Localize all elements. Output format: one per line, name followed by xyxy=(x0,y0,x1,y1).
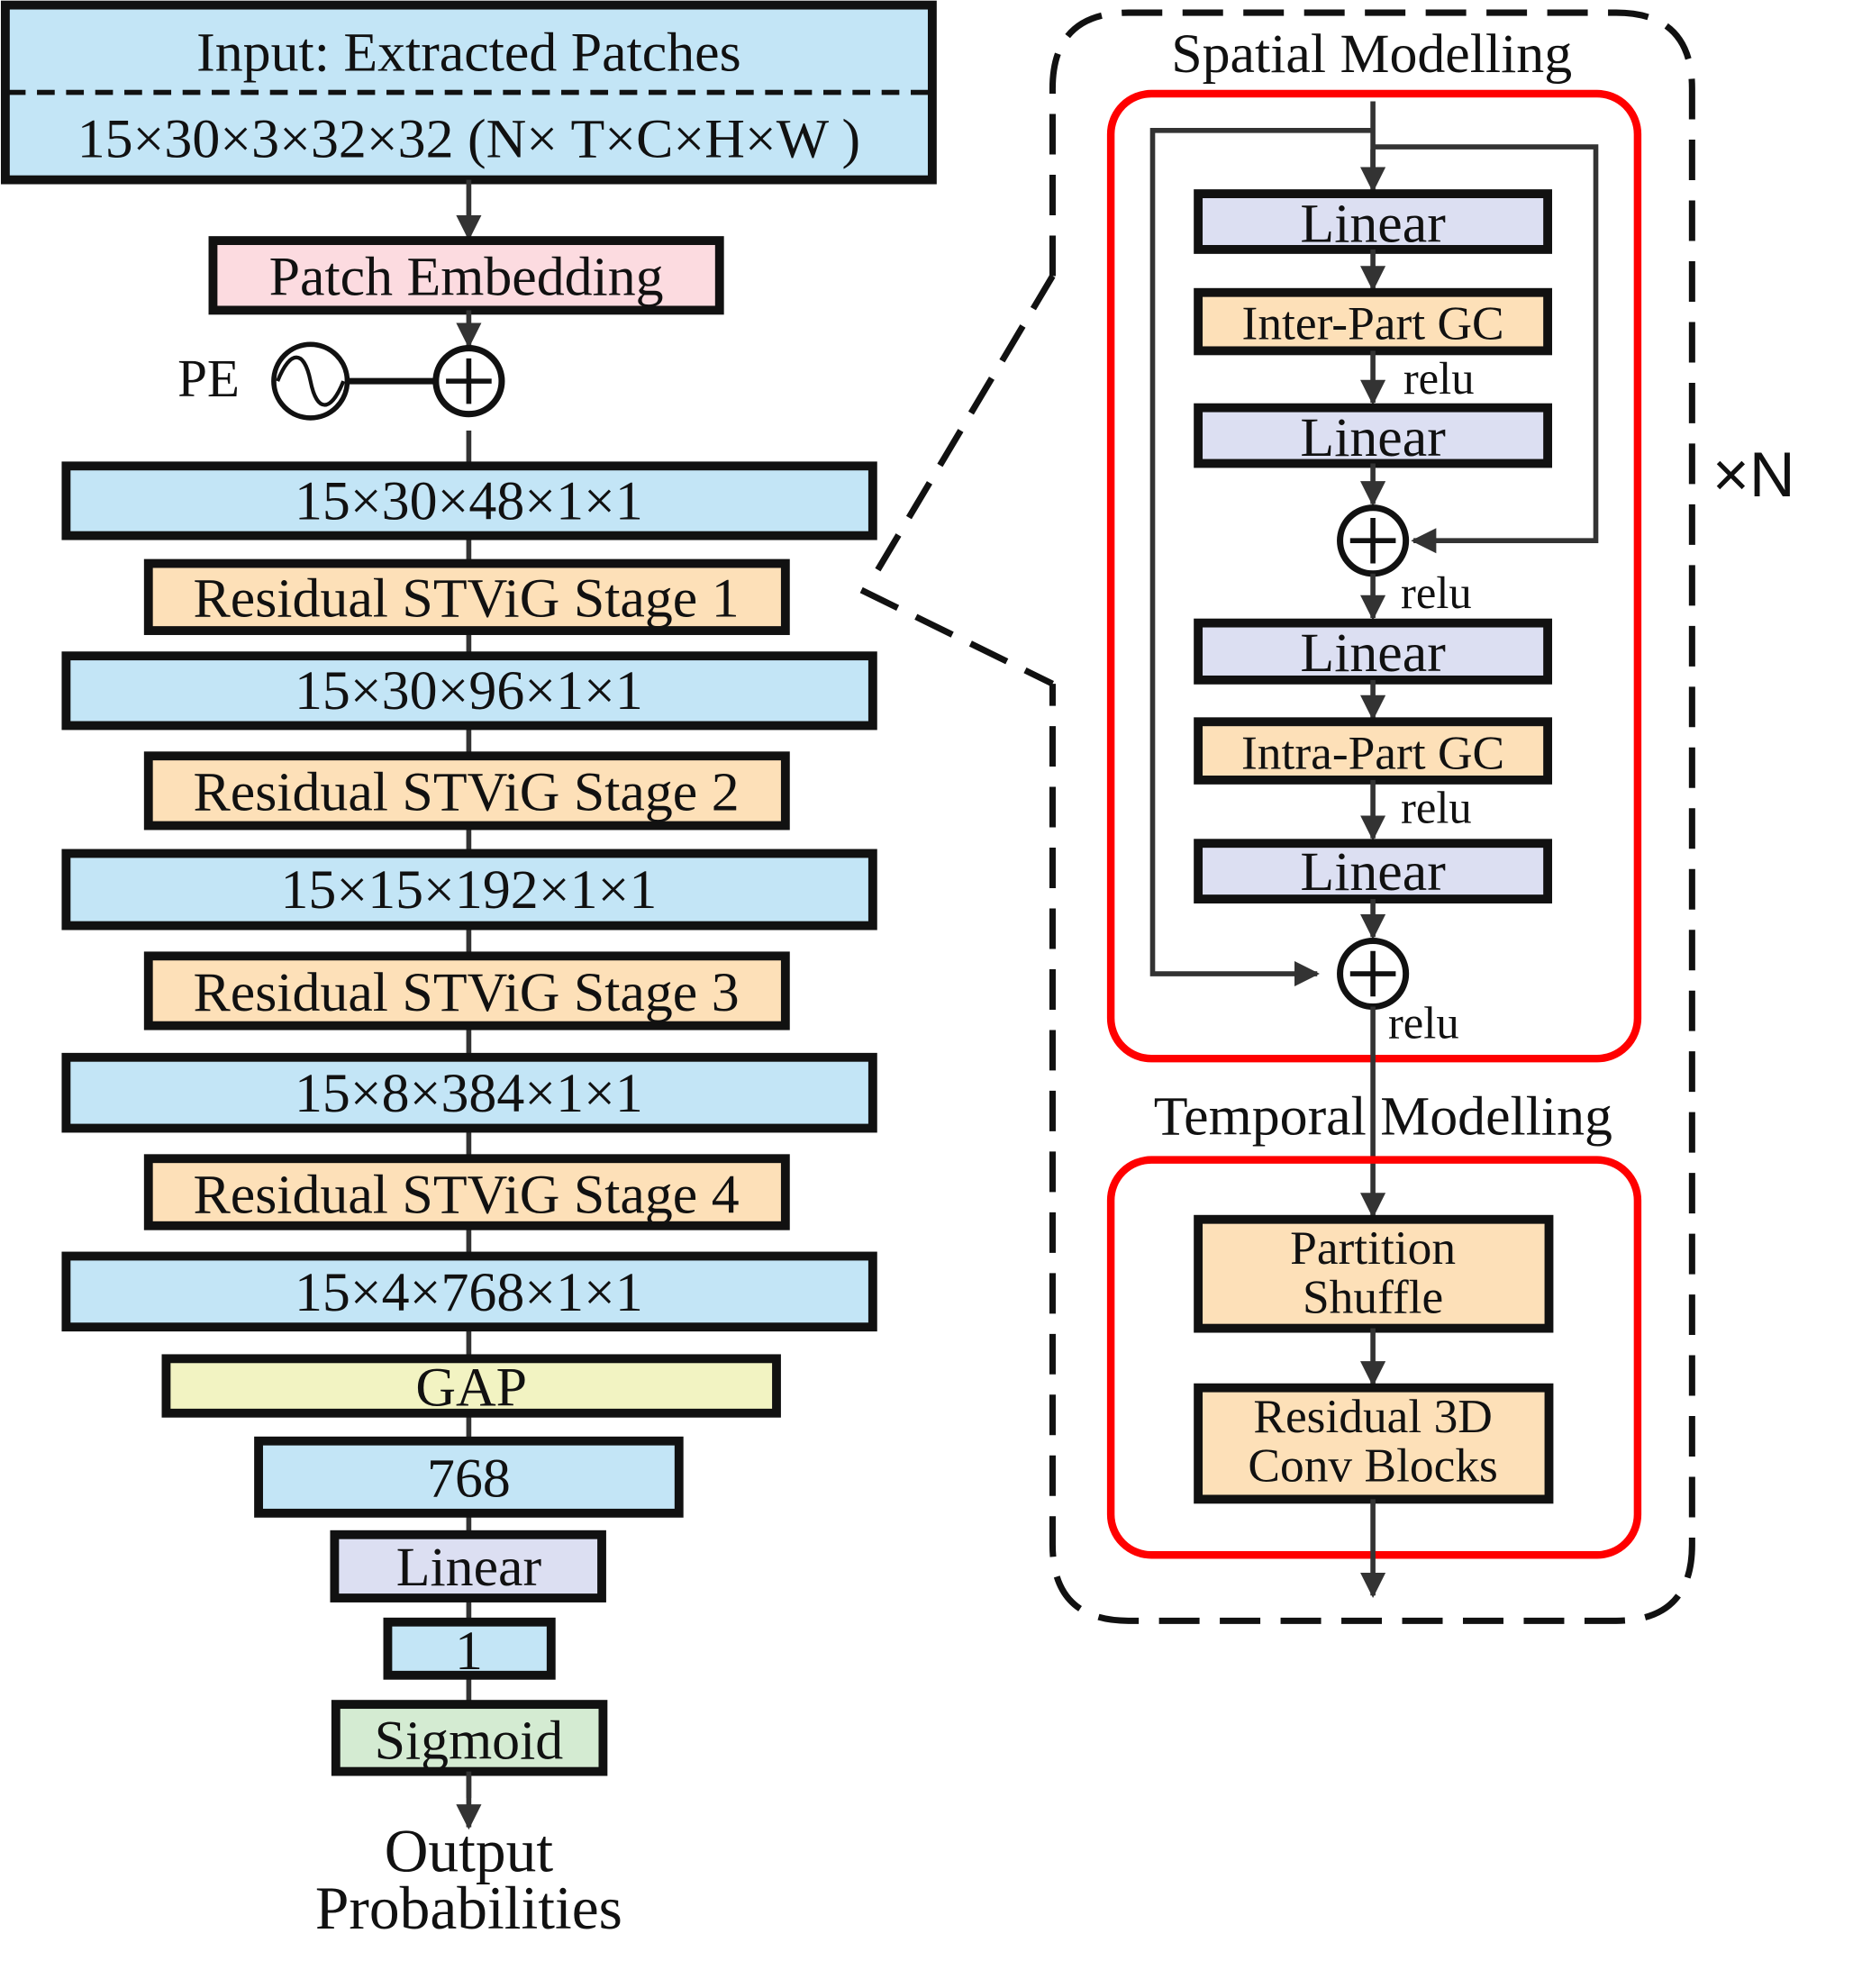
intra-part-gc-block: Intra-Part GC xyxy=(1194,717,1553,785)
sigmoid-block: Sigmoid xyxy=(331,1700,608,1776)
stage-block-2: Residual STViG Stage 2 xyxy=(143,751,790,831)
residual-add-icon-2 xyxy=(1337,937,1410,1011)
patch-embedding-label: Patch Embedding xyxy=(269,247,664,308)
tensor-block-4: 15×8×384×1×1 xyxy=(61,1052,877,1133)
residual-3d-label-line1: Residual 3D xyxy=(1253,1389,1493,1443)
residual-3d-conv-block: Residual 3D Conv Blocks xyxy=(1194,1383,1554,1504)
stage-detail-dashed-container xyxy=(1049,9,1695,1624)
tensor-block-3: 15×15×192×1×1 xyxy=(61,849,877,930)
vector-block: 768 xyxy=(254,1436,684,1518)
spatial-linear-label-3: Linear xyxy=(1300,622,1446,684)
relu-label-2: relu xyxy=(1401,567,1472,618)
spatial-modelling-title: Spatial Modelling xyxy=(1171,23,1572,85)
sigmoid-label: Sigmoid xyxy=(375,1711,564,1772)
tensor-block-2: 15×30×96×1×1 xyxy=(61,651,877,731)
zoom-connector-lines xyxy=(859,274,1056,687)
add-positional-encoding-icon xyxy=(432,345,505,418)
output-label-line2: Probabilities xyxy=(315,1875,622,1942)
stage-label-4: Residual STViG Stage 4 xyxy=(194,1165,740,1226)
residual-3d-label-line2: Conv Blocks xyxy=(1248,1439,1497,1493)
gap-block: GAP xyxy=(161,1354,781,1418)
spatial-linear-label-2: Linear xyxy=(1300,407,1446,468)
relu-label-1: relu xyxy=(1403,353,1475,404)
inner-skip-connection xyxy=(1373,144,1599,554)
input-shape: 15×30×3×32×32 (N× T×C×H×W ) xyxy=(77,108,860,169)
stage-block-4: Residual STViG Stage 4 xyxy=(143,1154,790,1230)
tensor-block-5: 15×4×768×1×1 xyxy=(61,1251,877,1332)
linear-head-label: Linear xyxy=(396,1537,542,1598)
spatial-linear-block-2: Linear xyxy=(1194,403,1553,468)
partition-shuffle-block: Partition Shuffle xyxy=(1194,1214,1554,1333)
partition-shuffle-label-line1: Partition xyxy=(1290,1221,1456,1275)
spatial-linear-label-1: Linear xyxy=(1300,193,1446,254)
outer-skip-connection xyxy=(1149,127,1374,987)
tensor-label-3: 15×15×192×1×1 xyxy=(281,859,658,921)
relu-label-3: relu xyxy=(1401,783,1472,833)
patch-embedding-block: Patch Embedding xyxy=(208,236,724,315)
stage-label-2: Residual STViG Stage 2 xyxy=(194,762,740,823)
gap-label: GAP xyxy=(415,1357,527,1418)
stage-block-1: Residual STViG Stage 1 xyxy=(143,558,790,635)
inter-part-gc-block: Inter-Part GC xyxy=(1194,287,1553,356)
inter-part-gc-label: Inter-Part GC xyxy=(1242,296,1504,350)
stage-label-1: Residual STViG Stage 1 xyxy=(194,568,740,630)
spatial-linear-block-4: Linear xyxy=(1194,839,1553,903)
tensor-block-1: 15×30×48×1×1 xyxy=(61,461,877,540)
scalar-block: 1 xyxy=(383,1617,556,1682)
spatial-linear-block-3: Linear xyxy=(1194,618,1553,685)
vector-label: 768 xyxy=(427,1448,511,1510)
spatial-linear-label-4: Linear xyxy=(1300,841,1446,903)
stage-label-3: Residual STViG Stage 3 xyxy=(194,962,740,1023)
residual-add-icon-1 xyxy=(1337,504,1410,577)
tensor-label-4: 15×8×384×1×1 xyxy=(295,1063,643,1124)
pe-label: PE xyxy=(177,349,240,408)
tensor-label-1: 15×30×48×1×1 xyxy=(295,470,643,531)
tensor-label-5: 15×4×768×1×1 xyxy=(295,1262,643,1323)
sine-wave-icon xyxy=(271,341,350,421)
partition-shuffle-label-line2: Shuffle xyxy=(1303,1270,1443,1324)
spatial-linear-block-1: Linear xyxy=(1194,189,1553,254)
relu-label-4: relu xyxy=(1388,998,1459,1048)
linear-head-block: Linear xyxy=(330,1530,606,1602)
input-title: Input: Extracted Patches xyxy=(196,23,741,84)
tensor-label-2: 15×30×96×1×1 xyxy=(295,660,643,722)
input-block: Input: Extracted Patches 15×30×3×32×32 (… xyxy=(0,0,937,185)
scalar-label: 1 xyxy=(455,1620,483,1682)
output-label-line1: Output xyxy=(385,1818,554,1885)
stage-block-3: Residual STViG Stage 3 xyxy=(143,951,790,1030)
intra-part-gc-label: Intra-Part GC xyxy=(1241,725,1504,779)
temporal-modelling-title: Temporal Modelling xyxy=(1154,1086,1612,1148)
repeat-n-label: ×N xyxy=(1712,439,1795,510)
